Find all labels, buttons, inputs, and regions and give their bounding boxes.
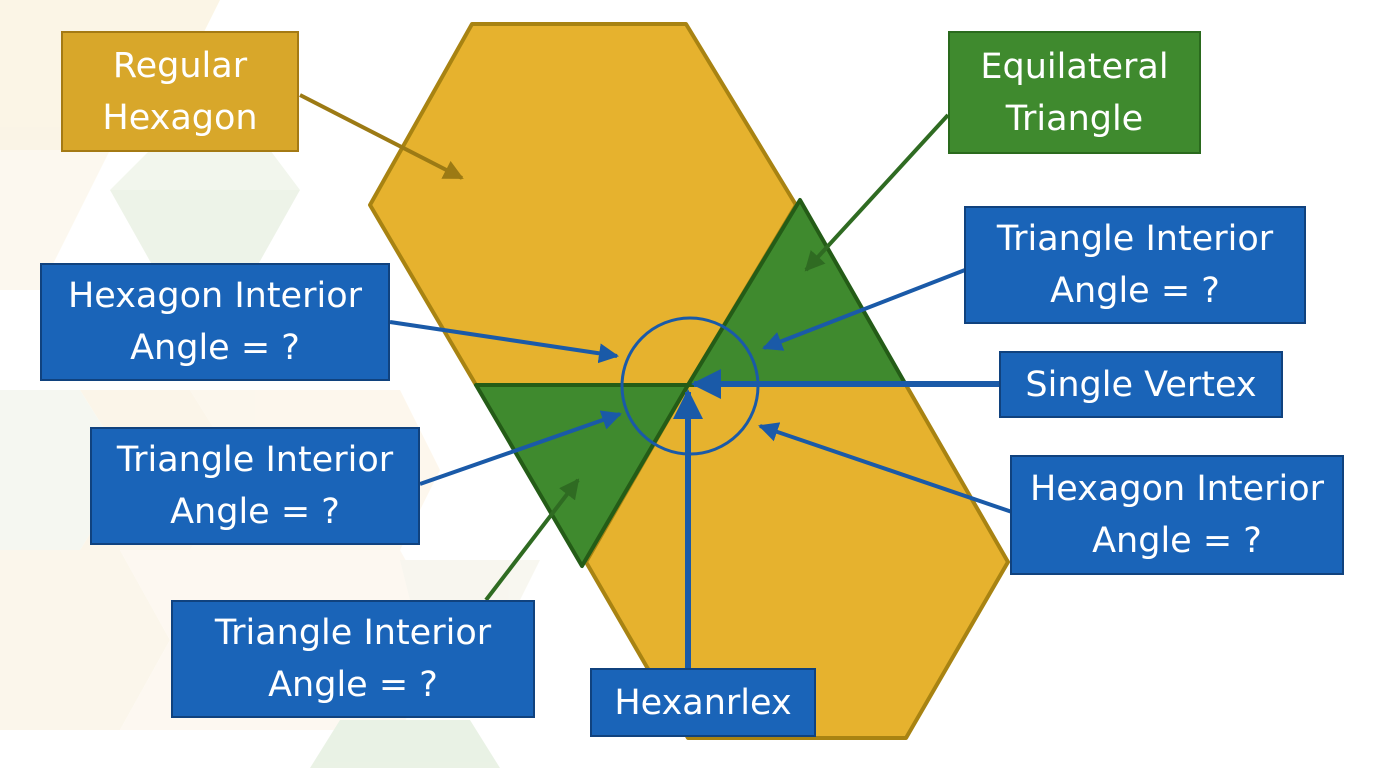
arrow-triangle-angle-left (419, 410, 622, 486)
arrow-bottom-left-triangle (484, 478, 580, 602)
arrow-regular-hexagon (299, 93, 464, 180)
regular-hexagon-label: Regular Hexagon (61, 31, 299, 152)
arrow-hexagon-angle-right (758, 422, 1013, 514)
triangle-angle-label-bottom-left: Triangle Interior Angle = ? (171, 600, 535, 718)
hexagon-angle-label-left: Hexagon Interior Angle = ? (40, 263, 390, 381)
triangle-angle-label-left: Triangle Interior Angle = ? (90, 427, 420, 545)
bottom-label: Hexanrlex (590, 668, 816, 737)
hexagon-angle-label-right: Hexagon Interior Angle = ? (1010, 455, 1344, 575)
arrow-triangle-angle-top-right (762, 268, 966, 351)
triangle-angle-label-top-right: Triangle Interior Angle = ? (964, 206, 1306, 324)
arrow-hexagon-angle-left (389, 320, 619, 364)
left-triangle (474, 383, 690, 568)
single-vertex-label: Single Vertex (999, 351, 1283, 418)
arrow-equilateral-triangle (804, 113, 950, 272)
equilateral-triangle-label: Equilateral Triangle (948, 31, 1201, 154)
